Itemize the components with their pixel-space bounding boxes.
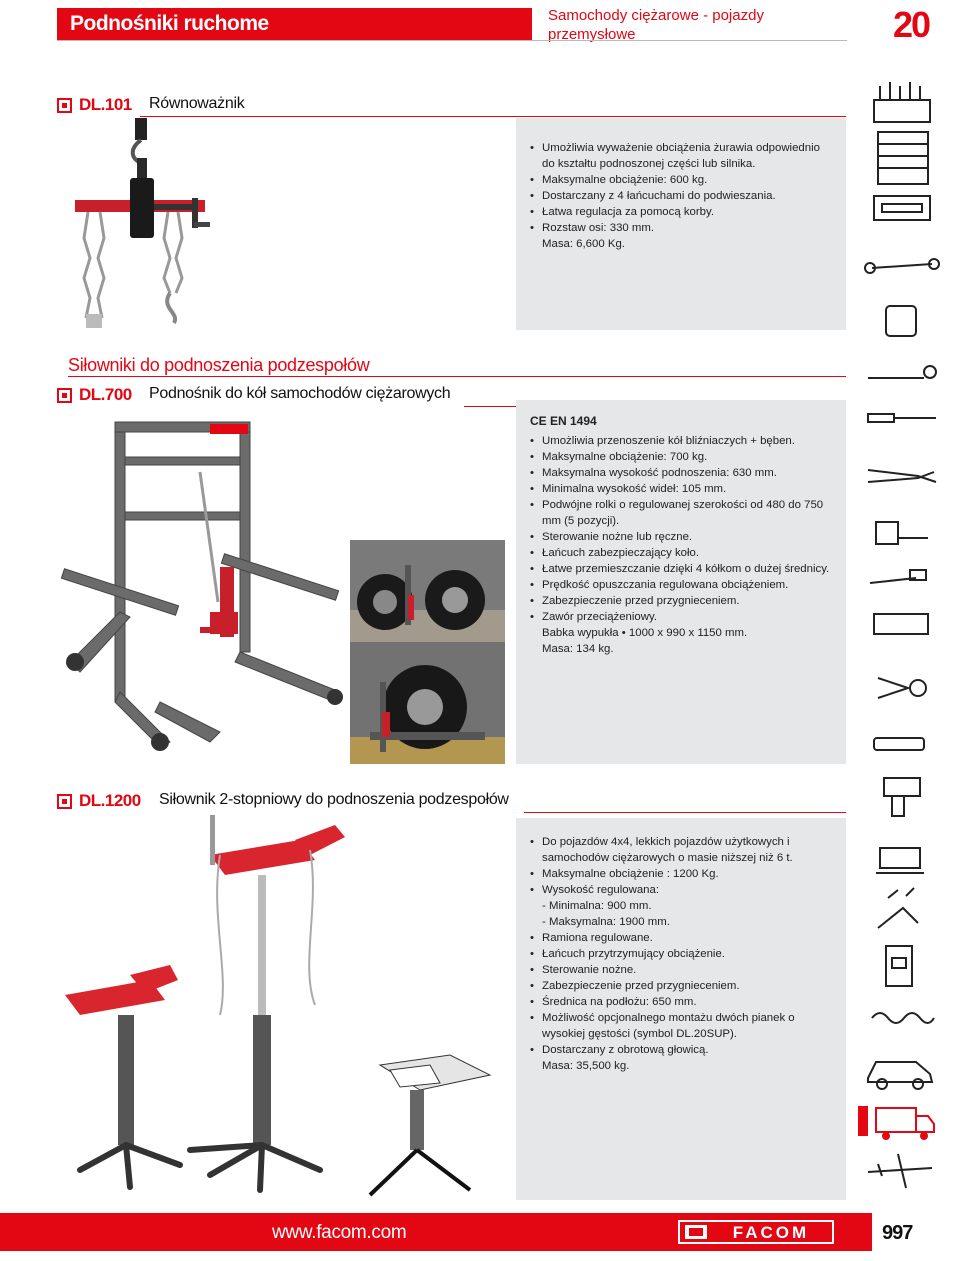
description-line: Masa: 6,600 Kg.: [542, 238, 625, 250]
hammer-icon: [869, 569, 927, 584]
hacksaw-icon: [873, 613, 929, 635]
product-heading-dl700: DL.700 Podnośnik do kół samochodów cięża…: [57, 384, 847, 408]
description-line: Dostarczany z 4 łańcuchami do podwieszan…: [530, 188, 832, 204]
header-divider: [57, 40, 847, 41]
description-line: Sterowanie nożne.: [530, 962, 832, 978]
electrical-tester-icon: [873, 737, 925, 751]
product-photo-dl1200: [60, 815, 510, 1200]
product-marker-icon: [57, 388, 72, 403]
product-photo-dl101: [60, 118, 240, 330]
description-line: Maksymalne obciążenie : 1200 Kg.: [530, 866, 832, 882]
description-line: Łańcuch zabezpieczający koło.: [530, 545, 832, 561]
description-list: Do pojazdów 4x4, lekkich pojazdów użytko…: [530, 834, 832, 1074]
footer-url-link[interactable]: www.facom.com: [272, 1222, 407, 1243]
category-icon-column: [858, 78, 942, 1208]
truck-icon: [858, 1100, 942, 1144]
usage-photo-1: [350, 540, 505, 642]
brand-logo: FACOM: [677, 1219, 835, 1245]
description-line: Maksymalne obciążenie: 600 kg.: [530, 172, 832, 188]
description-line: Sterowanie nożne lub ręczne.: [530, 529, 832, 545]
description-line: Umożliwia przenoszenie kół bliźniaczych …: [530, 433, 832, 449]
product-name: Równoważnik: [149, 95, 245, 112]
description-line: Do pojazdów 4x4, lekkich pojazdów użytko…: [530, 834, 832, 866]
product-code: DL.1200: [79, 791, 141, 810]
description-panel-dl700: CE EN 1494 Umożliwia przenoszenie kół bl…: [516, 400, 846, 764]
tape-measure-icon: [875, 521, 928, 545]
description-line: Umożliwia wyważenie obciążenia żurawia o…: [530, 140, 832, 172]
section-title: Siłowniki do podnoszenia podzespołów: [68, 355, 370, 375]
description-line: - Minimalna: 900 mm.: [542, 900, 652, 912]
description-line: Podwójne rolki o regulowanej szerokości …: [530, 497, 832, 529]
pliers-icon: [867, 469, 937, 483]
wrench-icon: [864, 258, 940, 274]
product-heading-dl101: DL.101 Równoważnik: [57, 94, 847, 118]
car-icon: [867, 1061, 934, 1090]
header-bar: [57, 8, 532, 40]
product-rule: [524, 812, 846, 813]
description-line: Możliwość opcjonalnego montażu dwóch pia…: [530, 1010, 832, 1042]
product-marker-icon: [57, 98, 72, 113]
product-name: Siłownik 2-stopniowy do podnoszenia podz…: [159, 791, 509, 808]
description-panel-dl101: Umożliwia wyważenie obciążenia żurawia o…: [516, 118, 846, 330]
product-photo-dl700: [60, 412, 350, 752]
description-list: Umożliwia wyważenie obciążenia żurawia o…: [530, 140, 832, 252]
product-name: Podnośnik do kół samochodów ciężarowych: [149, 385, 451, 402]
socket-icon: [885, 305, 917, 337]
product-rule: [140, 116, 846, 117]
vise-icon: [876, 847, 924, 874]
section-number: 20: [893, 4, 931, 45]
tool-rack-icon: [873, 82, 931, 123]
page-title: Podnośniki ruchome: [70, 12, 269, 35]
description-line: Masa: 35,500 kg.: [542, 1060, 630, 1072]
description-line: Łatwe przemieszczanie dzięki 4 kółkom o …: [530, 561, 832, 577]
airplane-icon: [867, 1153, 933, 1189]
description-line: Łańcuch przytrzymujący obciążenie.: [530, 946, 832, 962]
puller-icon: [877, 677, 927, 699]
description-line: Minimalna wysokość wideł: 105 mm.: [530, 481, 832, 497]
description-panel-dl1200: Do pojazdów 4x4, lekkich pojazdów użytko…: [516, 818, 846, 1200]
description-list: Umożliwia przenoszenie kół bliźniaczych …: [530, 433, 832, 657]
impact-wrench-icon: [883, 777, 921, 817]
description-line: Dostarczany z obrotową głowicą.: [530, 1042, 832, 1058]
description-line: Ramiona regulowane.: [530, 930, 832, 946]
description-line: Łatwa regulacja za pomocą korby.: [530, 204, 832, 220]
certification-label: CE EN 1494: [530, 414, 597, 428]
page-subtitle: Samochody ciężarowe - pojazdy przemysłow…: [548, 7, 764, 43]
page-number: 997: [882, 1222, 913, 1244]
description-line: Prędkość opuszczania regulowana obciążen…: [530, 577, 832, 593]
description-line: Maksymalna wysokość podnoszenia: 630 mm.: [530, 465, 832, 481]
description-line: Wysokość regulowana:: [530, 882, 832, 898]
description-line: - Maksymalna: 1900 mm.: [542, 916, 670, 928]
description-line: Maksymalne obciążenie: 700 kg.: [530, 449, 832, 465]
circuit-breaker-icon: [885, 945, 913, 987]
ratchet-icon: [868, 365, 937, 379]
spring-icon: [871, 1012, 935, 1024]
product-heading-dl1200: DL.1200 Siłownik 2-stopniowy do podnosze…: [57, 790, 847, 814]
usage-photo-2: [350, 642, 505, 764]
description-line: Babka wypukła • 1000 x 990 x 1150 mm.: [542, 627, 748, 639]
description-line: Zabezpieczenie przed przygnieceniem.: [530, 593, 832, 609]
brand-name: FACOM: [733, 1223, 809, 1242]
section-rule: [68, 376, 846, 377]
description-line: Zawór przeciążeniowy.: [530, 609, 832, 625]
description-line: Średnica na podłożu: 650 mm.: [530, 994, 832, 1010]
description-line: Zabezpieczenie przed przygnieceniem.: [530, 978, 832, 994]
drawer-icon: [873, 195, 931, 221]
description-line: Masa: 134 kg.: [542, 643, 614, 655]
screwdriver-icon: [867, 413, 936, 423]
welding-icon: [877, 887, 919, 929]
description-line: Rozstaw osi: 330 mm.: [530, 220, 832, 236]
product-code: DL.700: [79, 385, 132, 404]
tool-cabinet-icon: [877, 131, 929, 185]
product-code: DL.101: [79, 95, 132, 114]
product-marker-icon: [57, 794, 72, 809]
